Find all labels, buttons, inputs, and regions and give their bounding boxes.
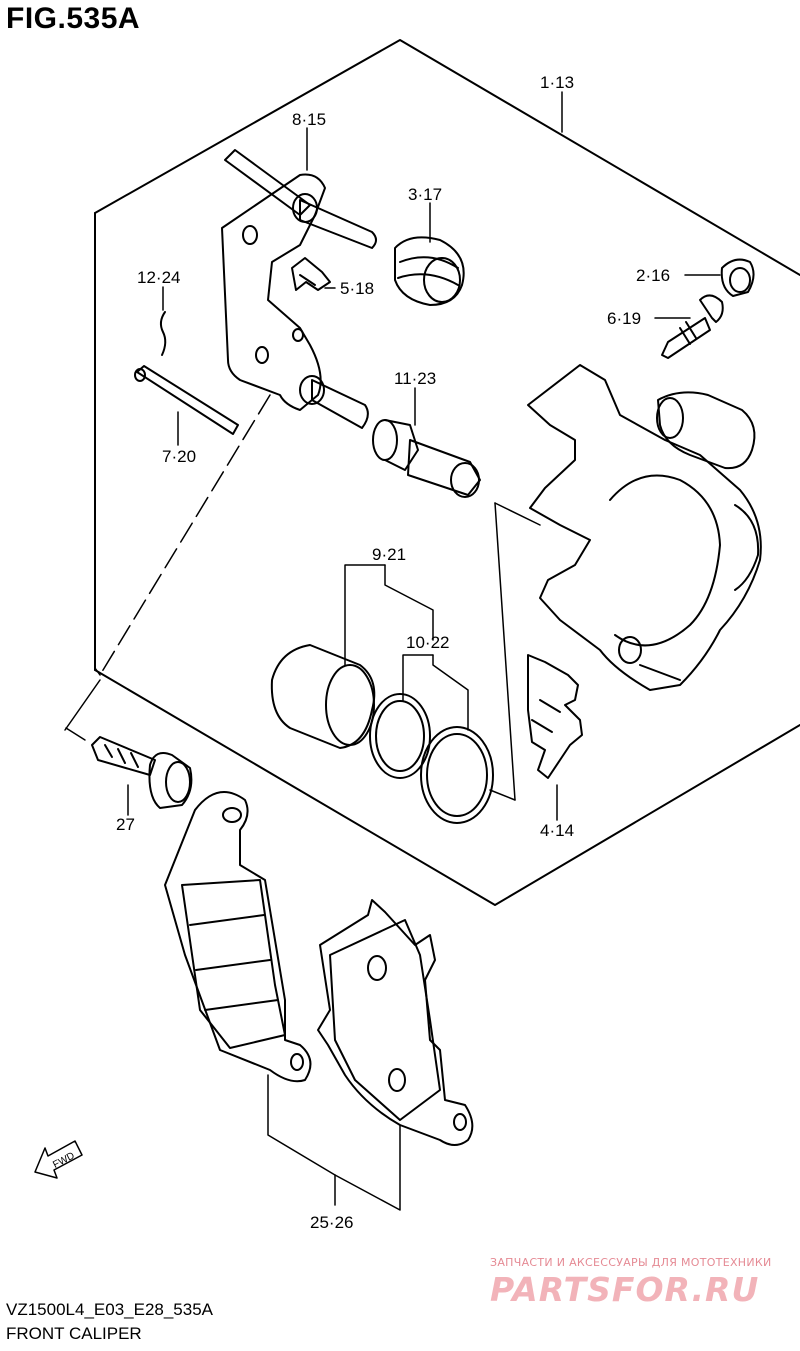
snap-pin (159, 311, 167, 356)
callout-8-15: 8·15 (292, 110, 326, 129)
caliper-piston (270, 644, 376, 749)
bleeder-valve (661, 294, 724, 359)
figure-name: FRONT CALIPER (6, 1324, 142, 1343)
fwd-label: FWD (51, 1150, 76, 1170)
fwd-arrow-icon: FWD (34, 1140, 83, 1179)
callout-9-21: 9·21 (372, 545, 406, 564)
callout-1-13: 1·13 (540, 73, 574, 92)
callout-5-18: 5·18 (340, 279, 374, 298)
piston-seal (420, 726, 494, 824)
slide-pin-boot (394, 236, 465, 306)
callout-7-20: 7·20 (162, 447, 196, 466)
brake-pad-rear (317, 899, 474, 1146)
figure-number: FIG.535A (6, 2, 141, 35)
callout-3-17: 3·17 (408, 185, 442, 204)
callout-6-19: 6·19 (607, 309, 641, 328)
watermark-logo: PARTSFOR.RU (490, 1270, 760, 1309)
dust-seal (369, 693, 431, 779)
leader-lines (64, 91, 721, 1211)
caliper-bracket (221, 149, 377, 429)
callout-labels: 1·13 8·15 3·17 12·24 5·18 2·16 6·19 11·2… (116, 73, 670, 1232)
slide-pin (372, 419, 481, 498)
guide-line (99, 394, 271, 676)
caliper-body (527, 364, 762, 691)
assembly-outline (94, 39, 800, 906)
model-code: VZ1500L4_E03_E28_535A (6, 1300, 214, 1319)
callout-11-23: 11·23 (394, 369, 436, 388)
callout-12-24: 12·24 (137, 268, 180, 287)
callout-25-26: 25·26 (310, 1213, 353, 1232)
callout-2-16: 2·16 (636, 266, 670, 285)
retaining-clip (291, 257, 331, 291)
mounting-bolt (91, 736, 193, 809)
callout-4-14: 4·14 (540, 821, 574, 840)
callout-27: 27 (116, 815, 135, 834)
callout-10-22: 10·22 (406, 633, 449, 652)
pad-spring (527, 654, 583, 779)
brake-pad-front (164, 791, 312, 1083)
watermark-tagline: ЗАПЧАСТИ И АКСЕССУАРЫ ДЛЯ МОТОТЕХНИКИ (490, 1256, 772, 1269)
bleeder-cap (720, 258, 755, 297)
pad-pin (134, 365, 239, 435)
